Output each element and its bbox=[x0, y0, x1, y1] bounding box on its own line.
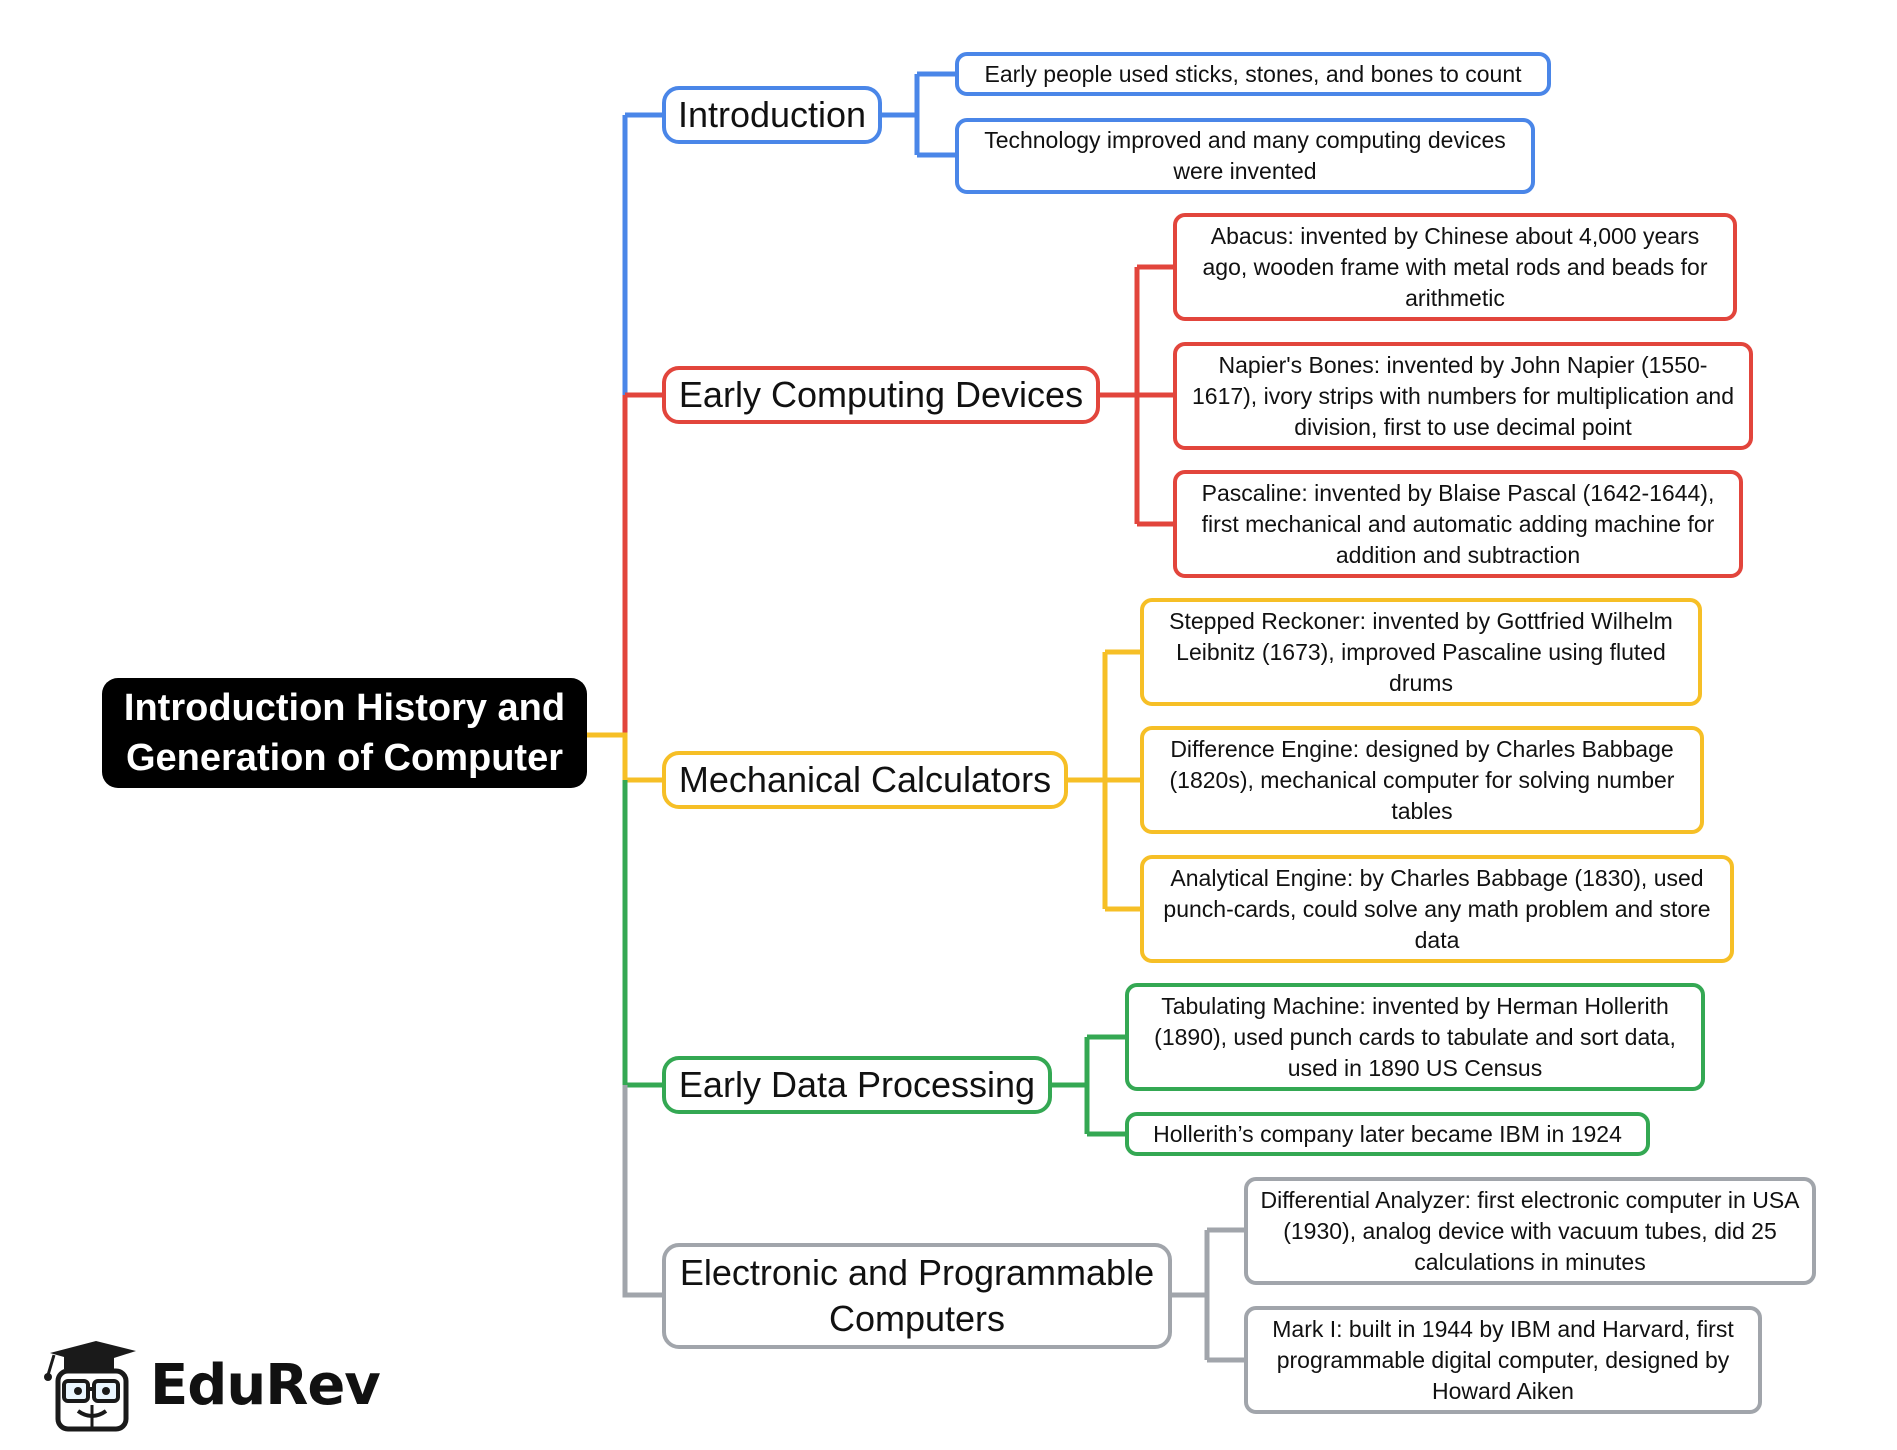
graduation-cap-mascot-icon bbox=[44, 1341, 136, 1432]
root-title-line2: Generation of Computer bbox=[125, 737, 564, 779]
connector-root-electronic bbox=[622, 1085, 665, 1298]
edurev-wordmark: EduRev bbox=[150, 1352, 381, 1418]
branch-early-computing-devices[interactable]: Early Computing Devices bbox=[662, 366, 1100, 424]
leaf-differential-analyzer[interactable]: Differential Analyzer: first electronic … bbox=[1244, 1177, 1816, 1285]
branch-early-data-processing[interactable]: Early Data Processing bbox=[662, 1056, 1052, 1114]
branch-early-computing-label: Early Computing Devices bbox=[678, 374, 1084, 415]
leaf-introduction-2[interactable]: Technology improved and many computing d… bbox=[955, 118, 1535, 194]
leaf-napiers-bones[interactable]: Napier's Bones: invented by John Napier … bbox=[1173, 342, 1753, 450]
connector-root-mechanical bbox=[585, 732, 665, 783]
leaf-mark-i[interactable]: Mark I: built in 1944 by IBM and Harvard… bbox=[1244, 1306, 1762, 1414]
branch-mechanical-calculators[interactable]: Mechanical Calculators bbox=[662, 751, 1068, 809]
connector-mechanical-leaves bbox=[1066, 649, 1143, 912]
leaf-tabulating-machine[interactable]: Tabulating Machine: invented by Herman H… bbox=[1125, 983, 1705, 1091]
root-node[interactable]: Introduction History and Generation of C… bbox=[102, 678, 587, 788]
leaf-hollerith-ibm[interactable]: Hollerith’s company later became IBM in … bbox=[1125, 1112, 1650, 1156]
leaf-pascaline[interactable]: Pascaline: invented by Blaise Pascal (16… bbox=[1173, 470, 1743, 578]
leaf-introduction-1[interactable]: Early people used sticks, stones, and bo… bbox=[955, 52, 1551, 96]
branch-introduction-label: Introduction bbox=[677, 94, 867, 135]
leaf-abacus[interactable]: Abacus: invented by Chinese about 4,000 … bbox=[1173, 213, 1737, 321]
edurev-logo: EduRev bbox=[36, 1335, 381, 1435]
root-title-line1: Introduction History and bbox=[123, 687, 566, 729]
branch-introduction[interactable]: Introduction bbox=[662, 86, 882, 144]
branch-electronic-programmable-computers[interactable]: Electronic and Programmable Computers bbox=[662, 1243, 1172, 1349]
branch-data-processing-label: Early Data Processing bbox=[678, 1064, 1036, 1105]
leaf-analytical-engine[interactable]: Analytical Engine: by Charles Babbage (1… bbox=[1140, 855, 1734, 963]
leaf-stepped-reckoner[interactable]: Stepped Reckoner: invented by Gottfried … bbox=[1140, 598, 1702, 706]
connector-root-data-processing bbox=[622, 780, 665, 1088]
branch-electronic-label: Electronic and Programmable Computers bbox=[679, 1252, 1155, 1339]
connector-introduction-leaves bbox=[880, 71, 957, 158]
branch-mechanical-label: Mechanical Calculators bbox=[678, 759, 1052, 800]
connector-electronic-leaves bbox=[1170, 1227, 1246, 1363]
connector-early-leaves bbox=[1098, 264, 1175, 527]
leaf-difference-engine[interactable]: Difference Engine: designed by Charles B… bbox=[1140, 726, 1704, 834]
connector-data-leaves bbox=[1050, 1034, 1127, 1137]
